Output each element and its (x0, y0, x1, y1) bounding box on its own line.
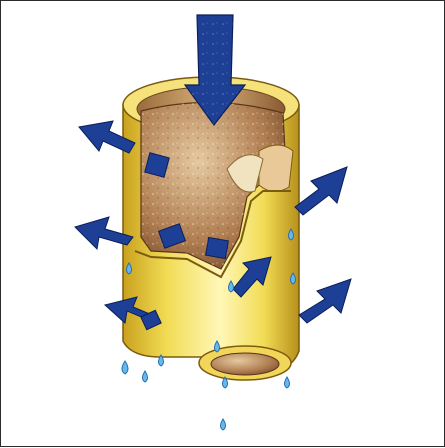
droplet-icon (285, 377, 290, 388)
droplet-icon (221, 419, 226, 430)
droplet-icon (143, 371, 148, 382)
cartridge-bottom-opening (199, 346, 291, 380)
droplet-icon (122, 361, 128, 374)
outflow-arrow-lower-right-icon (299, 279, 351, 323)
particle (145, 153, 169, 177)
particle (206, 237, 229, 258)
outflow-arrow-upper-right-icon (295, 167, 347, 215)
